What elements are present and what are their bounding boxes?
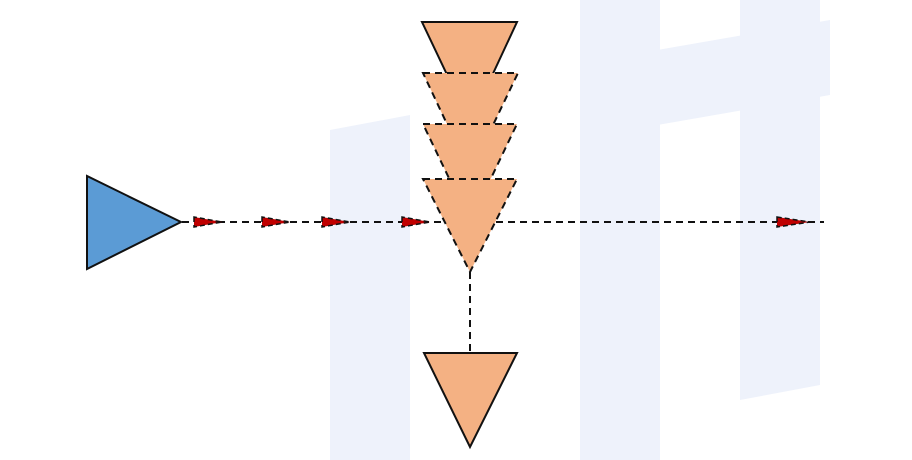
filter-triangle-icon [421, 123, 519, 225]
filter-triangle-icon [421, 178, 519, 275]
arrowhead-icon [261, 216, 291, 228]
watermark-right-stroke [740, 0, 820, 400]
watermark-left-stroke [330, 115, 410, 460]
arrowhead-icon [193, 216, 223, 228]
filter-triangle-icon [420, 21, 519, 126]
source-triangle-icon [86, 174, 184, 271]
filter-triangle-icon [421, 72, 520, 176]
arrowhead-icon [401, 216, 431, 228]
arrowhead-icon [776, 216, 811, 228]
arrowhead-icon [321, 216, 351, 228]
output-triangle-icon [422, 352, 519, 450]
watermark-logo [330, 0, 830, 460]
